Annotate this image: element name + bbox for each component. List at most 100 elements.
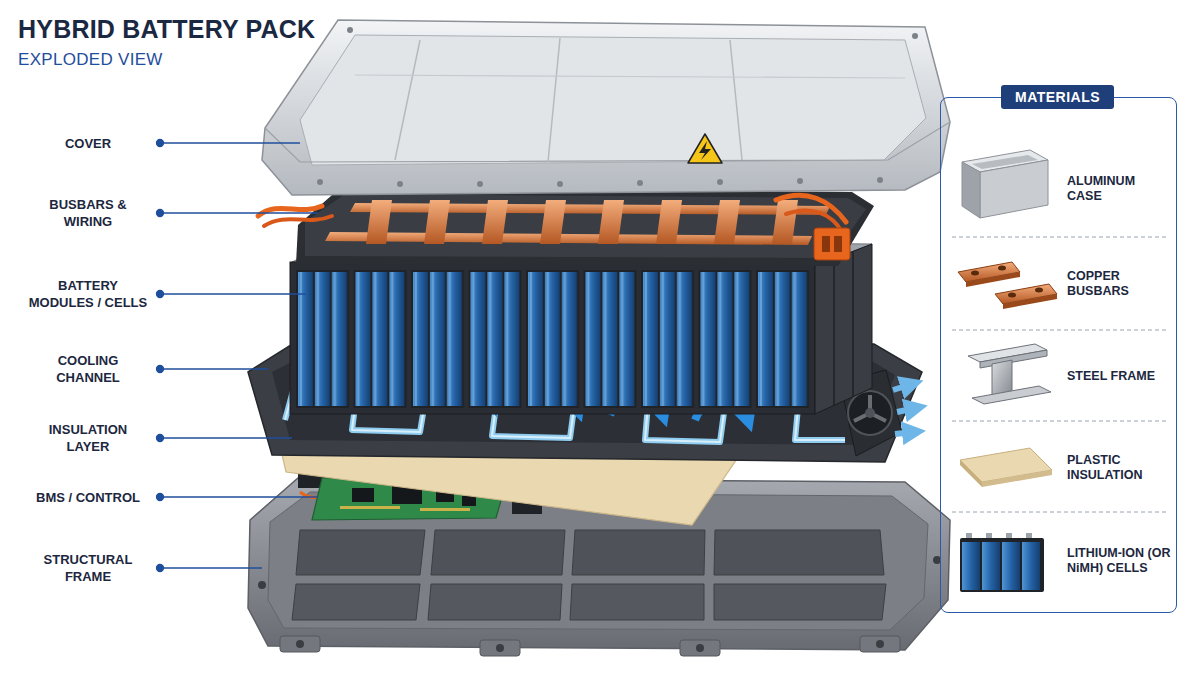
- structural-frame-part: [714, 584, 886, 620]
- cell-icon-part: [1022, 542, 1040, 590]
- structural-frame-part: [292, 584, 420, 620]
- cover-part: [347, 27, 353, 33]
- cooling-plate-part: [865, 408, 875, 418]
- cell-icon-part: [982, 542, 1000, 590]
- copper-icon-part: [1008, 293, 1016, 298]
- cover-part: [730, 40, 742, 160]
- cell-icon-part: [960, 538, 1044, 592]
- busbar-assembly-part: [656, 200, 682, 244]
- legend-label: LITHIUM-ION (OR NiMH) CELLS: [1067, 546, 1171, 576]
- structural-frame-part: [428, 584, 562, 620]
- cooling-plate-part: [893, 384, 912, 390]
- leader-lines-part: [160, 496, 318, 497]
- leader-lines-part: [157, 494, 164, 501]
- steel-icon-part: [972, 386, 1051, 404]
- leader-lines-part: [157, 210, 164, 217]
- legend-label: STEEL FRAME: [1067, 369, 1171, 384]
- busbar-assembly-part: [772, 200, 798, 244]
- leader-lines: [157, 140, 319, 572]
- leader-lines-part: [160, 293, 306, 294]
- cooling-plate-part: [854, 395, 886, 421]
- busbar-assembly-part: [258, 206, 322, 216]
- busbar-assembly-part: [776, 195, 846, 222]
- part-label: BUSBARS & WIRING: [28, 196, 148, 230]
- cover-part: [262, 20, 950, 195]
- leader-lines-part: [160, 142, 300, 143]
- steel-icon-part: [980, 350, 1047, 368]
- leader-lines-part: [160, 212, 318, 213]
- leader-lines-part: [160, 368, 268, 369]
- battery-modules-part: [852, 251, 854, 396]
- part-label: INSULATION LAYER: [28, 421, 148, 455]
- legend-label: COPPER BUSBARS: [1067, 269, 1171, 299]
- structural-frame-part: [431, 530, 565, 575]
- cover-part: [397, 181, 403, 187]
- bms-board-part: [340, 506, 400, 509]
- bms-board-part: [420, 508, 470, 511]
- structural-frame-part: [680, 640, 720, 656]
- legend-label: ALUMINUM CASE: [1067, 174, 1171, 204]
- cell-icon-part: [1006, 533, 1012, 538]
- aluminum-icon: [962, 150, 1048, 218]
- busbar-assembly-part: [305, 194, 866, 258]
- cooling-plate-part: [895, 432, 914, 434]
- structural-frame-part: [480, 640, 520, 656]
- cover: [262, 20, 950, 195]
- cell-icon-part: [1002, 542, 1020, 590]
- battery-modules-part: [290, 262, 815, 414]
- materials-separators-part: [952, 237, 1166, 238]
- structural-frame-part: [296, 530, 425, 575]
- structural-frame-part: [296, 640, 304, 648]
- copper-icon-part: [998, 266, 1006, 271]
- busbar-assembly: [258, 188, 874, 266]
- structural-frame-part: [280, 636, 320, 652]
- leader-lines-part: [157, 565, 164, 572]
- busbar-assembly-part: [424, 200, 450, 244]
- leader-lines-part: [160, 567, 262, 568]
- battery-modules: [290, 240, 872, 414]
- cell-icon-part: [966, 533, 972, 538]
- leader-lines-part: [157, 140, 164, 147]
- cover-part: [717, 179, 723, 185]
- busbar-assembly-part: [482, 200, 508, 244]
- insulation-icon-part: [960, 460, 982, 487]
- part-label: BMS / CONTROL: [28, 489, 148, 506]
- cover-part: [557, 181, 563, 187]
- diagram-title: HYBRID BATTERY PACK: [18, 15, 315, 44]
- cover-part: [699, 141, 711, 160]
- cell-icon-part: [962, 542, 980, 590]
- part-label: BATTERY MODULES / CELLS: [28, 277, 148, 311]
- cover-part: [688, 134, 722, 163]
- cover-part: [548, 38, 560, 162]
- panel-heading: MATERIALS: [1001, 85, 1114, 109]
- bms-board-part: [462, 496, 476, 506]
- busbar-assembly-part: [264, 216, 332, 226]
- battery-modules-part: [296, 270, 812, 408]
- copper-icon: [958, 262, 1057, 309]
- cell-icon-part: [986, 533, 992, 538]
- busbar-assembly-part: [834, 236, 842, 252]
- bms-board-part: [352, 488, 374, 502]
- aluminum-icon-part: [962, 162, 980, 218]
- structural-frame-part: [876, 640, 884, 648]
- cover-part: [637, 180, 643, 186]
- materials-separators-part: [952, 421, 1166, 422]
- leader-lines-part: [160, 437, 292, 438]
- subtitle: EXPLODED VIEW: [18, 50, 163, 70]
- copper-icon-part: [971, 271, 979, 276]
- leader-lines-part: [157, 366, 164, 373]
- materials-separators-part: [952, 330, 1166, 331]
- cover-part: [300, 35, 926, 165]
- cover-part: [877, 177, 883, 183]
- cover-part: [355, 75, 905, 78]
- part-label: STRUCTURAL FRAME: [28, 551, 148, 585]
- battery-modules-part: [815, 244, 872, 414]
- cover-part: [317, 179, 323, 185]
- busbar-assembly-part: [366, 200, 392, 244]
- structural-frame-part: [570, 584, 704, 620]
- copper-icon-part: [1035, 288, 1043, 293]
- aluminum-icon-part: [972, 155, 1038, 169]
- cover-part: [477, 181, 483, 187]
- cell-icon: [960, 533, 1044, 592]
